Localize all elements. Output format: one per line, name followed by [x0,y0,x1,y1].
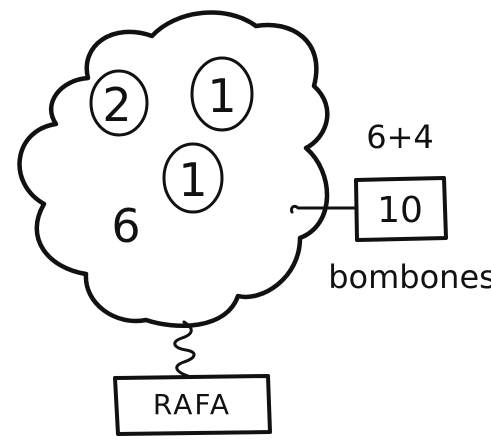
cloud-outline [17,10,330,329]
name-box-label: RAFA [153,388,231,421]
connector-line [290,204,358,214]
value-box-caption: bombones [328,258,491,296]
circle-node-value: 1 [207,69,236,123]
value-box-outline [354,176,448,242]
circle-node-value: 1 [178,153,207,207]
circle-node [190,56,254,132]
circle-node-value: 2 [102,78,131,132]
circle-node [89,69,149,137]
name-box-outline [113,374,272,436]
circle-node [162,142,224,214]
cloud-loose-value: 6 [111,199,140,253]
spring-connector [173,320,196,378]
value-box-value: 10 [377,190,423,231]
value-box-expression: 6+4 [366,118,434,156]
